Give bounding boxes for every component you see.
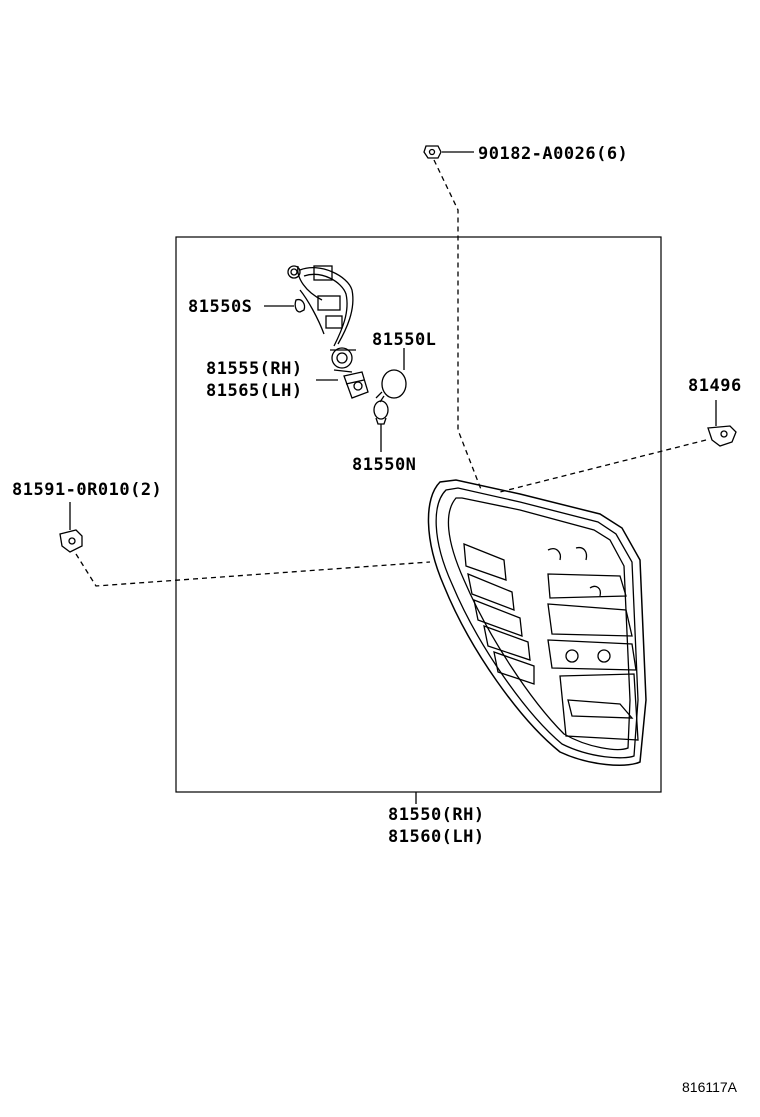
label-retainer: 81496: [688, 376, 742, 396]
bulb-l-icon: [375, 369, 407, 403]
socket-s-icon: [294, 298, 306, 313]
label-socket-lh: 81565(LH): [206, 381, 303, 401]
label-socket-s: 81550S: [188, 297, 252, 317]
bulb-n-icon: [373, 400, 389, 425]
tail-lamp-icon: [427, 479, 647, 766]
label-clip-top: 90182-A0026(6): [478, 144, 628, 164]
wire-harness-icon: [287, 265, 356, 373]
clip-left-icon: [59, 529, 83, 553]
dash-retainer: [499, 439, 707, 493]
clip-top-icon: [423, 145, 442, 159]
dash-clip-left: [75, 553, 431, 587]
socket-rh-lh-icon: [343, 371, 369, 399]
label-socket-rh: 81555(RH): [206, 359, 303, 379]
label-clip-left: 81591-0R010(2): [12, 480, 162, 500]
label-bulb-n: 81550N: [352, 455, 416, 475]
label-lamp-rh: 81550(RH): [388, 805, 485, 825]
illustration-ref: 816117A: [682, 1079, 738, 1095]
assembly-frame: [175, 236, 662, 793]
dash-clip-top: [433, 159, 483, 493]
retainer-icon: [707, 425, 737, 447]
label-lamp-lh: 81560(LH): [388, 827, 485, 847]
label-bulb-l: 81550L: [372, 330, 436, 350]
